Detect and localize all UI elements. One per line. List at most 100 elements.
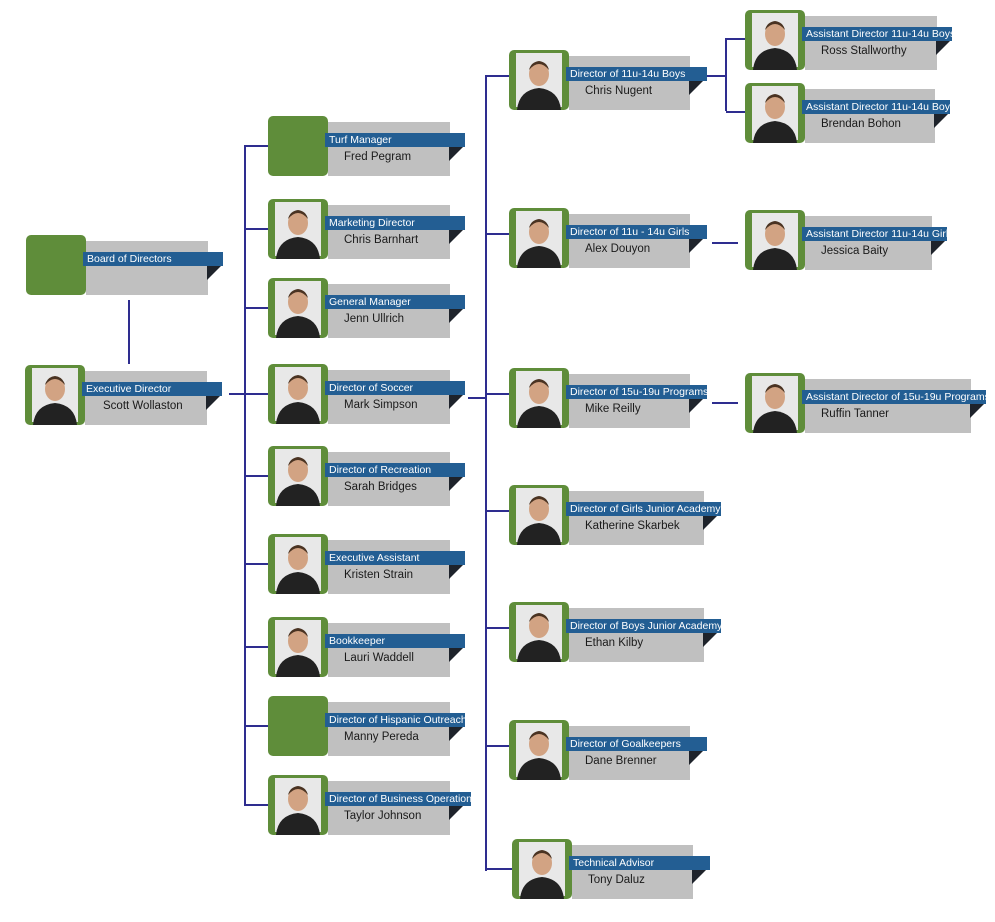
node-title: Board of Directors — [83, 252, 223, 266]
connector-line — [229, 393, 245, 395]
card-background — [569, 608, 704, 662]
node-title: Director of 15u-19u Programs — [566, 385, 708, 399]
corner-fold-icon — [931, 241, 945, 255]
node-name: Taylor Johnson — [344, 810, 422, 822]
connector-line — [245, 563, 268, 565]
node-title: General Manager — [325, 295, 465, 309]
avatar — [268, 278, 328, 338]
avatar — [509, 50, 569, 110]
node-title: Assistant Director of 15u-19u Programs — [802, 390, 990, 404]
node-name: Sarah Bridges — [344, 481, 417, 493]
node-name: Kristen Strain — [344, 569, 414, 581]
connector-line — [245, 145, 268, 147]
avatar — [509, 602, 569, 662]
avatar — [745, 210, 805, 270]
card-background — [805, 16, 937, 70]
node-title: Assistant Director 11u-14u Boys — [802, 100, 955, 114]
card-background — [328, 284, 450, 338]
node-name: Mike Reilly — [585, 403, 641, 415]
avatar — [268, 617, 328, 677]
node-title: Director of Soccer — [325, 381, 465, 395]
corner-fold-icon — [689, 751, 703, 765]
node-name: Jenn Ullrich — [344, 313, 405, 325]
card-background — [569, 214, 690, 268]
node-name: Lauri Waddell — [344, 652, 414, 664]
card-background — [328, 540, 450, 594]
connector-line — [245, 804, 268, 806]
avatar — [512, 839, 572, 899]
card-background — [572, 845, 693, 899]
node-title: Director of 11u - 14u Girls — [566, 225, 707, 239]
corner-fold-icon — [689, 239, 703, 253]
corner-fold-icon — [689, 399, 703, 413]
avatar — [509, 208, 569, 268]
node-name: Chris Nugent — [585, 85, 653, 97]
node-title: Executive Director — [82, 382, 222, 396]
node-title: Director of Boys Junior Academy — [566, 619, 722, 633]
corner-fold-icon — [703, 516, 717, 530]
corner-fold-icon — [689, 81, 703, 95]
node-name: Ross Stallworthy — [821, 45, 907, 57]
connector-line — [486, 745, 509, 747]
card-background — [805, 379, 971, 433]
corner-fold-icon — [449, 147, 463, 161]
avatar — [509, 720, 569, 780]
corner-fold-icon — [703, 633, 717, 647]
card-background — [569, 491, 704, 545]
node-name: Alex Douyon — [585, 243, 651, 255]
connector-line — [726, 111, 745, 113]
card-background — [328, 205, 450, 259]
avatar — [745, 10, 805, 70]
corner-fold-icon — [934, 114, 948, 128]
card-background — [86, 241, 208, 295]
node-name: Ethan Kilby — [585, 637, 644, 649]
node-name: Scott Wollaston — [103, 400, 183, 412]
connector-line — [486, 75, 509, 77]
node-title: Technical Advisor — [569, 856, 710, 870]
corner-fold-icon — [449, 565, 463, 579]
card-background — [328, 370, 450, 424]
connector-line — [725, 38, 727, 111]
corner-fold-icon — [449, 309, 463, 323]
node-title: Marketing Director — [325, 216, 465, 230]
avatar — [26, 235, 86, 295]
node-name: Katherine Skarbek — [585, 520, 680, 532]
connector-line — [245, 228, 268, 230]
node-title: Assistant Director 11u-14u Boys — [802, 27, 955, 41]
node-name: Mark Simpson — [344, 399, 418, 411]
avatar — [268, 775, 328, 835]
corner-fold-icon — [206, 396, 220, 410]
corner-fold-icon — [449, 395, 463, 409]
corner-fold-icon — [207, 266, 221, 280]
connector-line — [486, 393, 509, 395]
corner-fold-icon — [449, 477, 463, 491]
connector-line — [712, 242, 738, 244]
avatar — [509, 485, 569, 545]
corner-fold-icon — [449, 806, 463, 820]
node-title: Assistant Director 11u-14u Girls — [802, 227, 953, 241]
connector-line — [726, 38, 745, 40]
node-title: Director of 11u-14u Boys — [566, 67, 707, 81]
node-title: Director of Girls Junior Academy — [566, 502, 721, 516]
card-background — [328, 702, 450, 756]
node-name: Ruffin Tanner — [821, 408, 889, 420]
node-title: Director of Hispanic Outreach — [325, 713, 467, 727]
connector-line — [486, 510, 509, 512]
avatar — [268, 534, 328, 594]
avatar — [745, 373, 805, 433]
connector-line — [486, 627, 509, 629]
corner-fold-icon — [449, 727, 463, 741]
card-background — [569, 56, 690, 110]
node-name: Dane Brenner — [585, 755, 657, 767]
card-background — [328, 122, 450, 176]
card-background — [328, 623, 450, 677]
card-background — [805, 89, 935, 143]
card-background — [328, 452, 450, 506]
node-title: Director of Goalkeepers — [566, 737, 707, 751]
card-background — [805, 216, 932, 270]
node-name: Manny Pereda — [344, 731, 419, 743]
avatar — [268, 364, 328, 424]
corner-fold-icon — [449, 230, 463, 244]
avatar — [268, 696, 328, 756]
